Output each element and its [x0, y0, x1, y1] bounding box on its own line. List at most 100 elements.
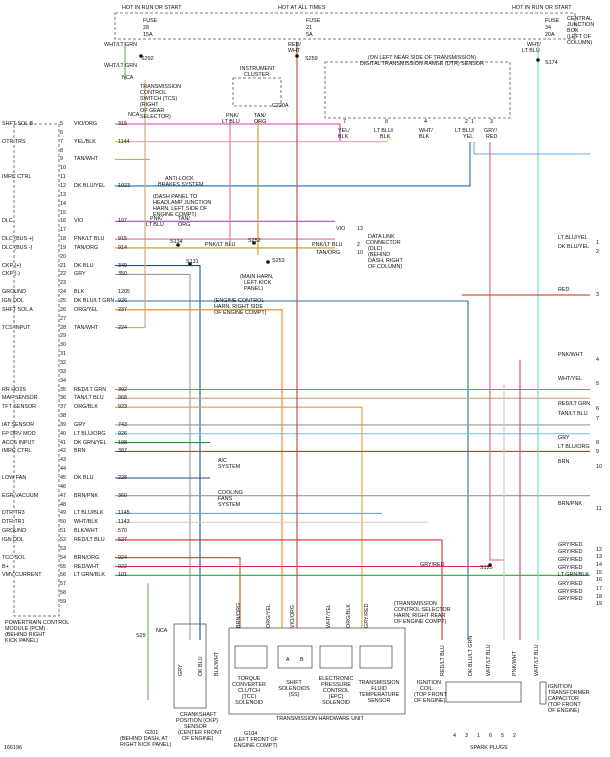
dash-panel-3: HARN, LEFT SIDE OF	[153, 206, 208, 212]
dtr-pin-3: 3	[490, 119, 493, 125]
cjb-label-2: JUNCTION	[567, 22, 595, 28]
pcm-circuit-56: 101	[118, 572, 127, 579]
pcm-fn-45: LOW FAN	[2, 475, 27, 481]
pcm-pin-6: 6	[60, 129, 63, 136]
sol-wire-1: ORG/YEL	[266, 604, 272, 628]
right-wire-label-17: GRY/RED	[558, 581, 583, 587]
abs-wire-tan-1: TAN/	[178, 216, 190, 222]
splice-s253: S253	[272, 258, 285, 264]
dash-panel-1: (DASH PANEL TO	[153, 194, 198, 200]
wire-wht-lt-grn-tcs: WHT/LT GRN	[104, 63, 138, 69]
right-wire-label-12: GRY/RED	[558, 542, 583, 548]
pcm-pin-16: 16	[60, 218, 66, 225]
pcm-fn-50: DTR TR1	[2, 519, 25, 526]
pcm-fn-21: CKP (+)	[2, 262, 22, 269]
abs-label-1: ANTI-LOCK	[165, 176, 194, 182]
pcm-fn-25: IGN DDL	[2, 298, 24, 304]
tcs-nca: NCA	[122, 75, 134, 81]
dlc-label-6: OF COLUMN)	[368, 264, 403, 270]
pcm-pin-7: 7	[60, 138, 63, 145]
pcm-pin-50: 50	[60, 519, 66, 526]
tft-label-1: TRANSMISSION	[358, 680, 400, 686]
right-wire-label-8: GRY	[558, 435, 570, 441]
pcm-fn-54: TCC SOL	[2, 554, 26, 561]
right-wire-num-14: 14	[596, 562, 602, 568]
shift-label-2: SOLENOIDS	[278, 686, 310, 692]
dlc-wire-pnk: PNK/LT BLU	[312, 242, 343, 248]
pcm-pin-24: 24	[60, 289, 66, 296]
tcs-label-5: OF GEAR	[140, 108, 165, 114]
pcm-fn-5: SHFT SOL B	[2, 121, 34, 127]
wire-gry-red-dtr	[489, 142, 504, 561]
pcm-circuit-47: 360	[118, 492, 127, 499]
pcm-pin-57: 57	[60, 581, 66, 588]
tcc-label-5: SOLENOID	[235, 700, 263, 706]
pcm-wire-47: BRN/PNK	[74, 492, 98, 499]
dlc-label-3: (DLC)	[368, 246, 383, 252]
spark-plug-4: 4	[453, 733, 456, 739]
right-wire-num-13: 13	[596, 554, 602, 560]
pcm-label-3: (BEHIND RIGHT	[5, 632, 46, 638]
dlc-wire-tan: TAN/ORG	[316, 250, 341, 256]
pcm-pin-15: 15	[60, 209, 66, 216]
tcc-solenoid-box	[234, 645, 268, 669]
cjb-label-5: COLUMN)	[567, 40, 593, 46]
pcm-pin-14: 14	[60, 200, 66, 207]
right-wire-num-10: 10	[596, 464, 602, 470]
pcm-fn-26: SHFT SOL A	[2, 306, 33, 313]
cluster-label-1: INSTRUMENT	[240, 66, 276, 72]
wire-vio-org	[115, 123, 341, 142]
cluster-wire-pnk-1: PNK/	[226, 113, 239, 119]
splice-s292: S292	[141, 56, 154, 62]
tft-label-3: TEMPERATURE	[358, 692, 400, 698]
wire-wht-lt-blu-top-2: LT BLU	[522, 48, 540, 54]
right-wire-num-19: 19	[596, 601, 602, 607]
pcm-circuit-50: 1143	[118, 519, 130, 526]
pcm-wire-22: GRY	[74, 271, 86, 278]
right-wire-label-5: WHT/YEL	[558, 376, 582, 382]
tcs-label-1: TRANSMISSION	[140, 84, 182, 90]
dtr-wire-ltblu-yel-1: LT BLU/	[455, 128, 475, 134]
capacitor-box	[539, 681, 547, 705]
pcm-pin-39: 39	[60, 421, 66, 428]
wire-wht-lt-grn-top: WHT/LT GRN	[104, 42, 138, 48]
cjb-label-4: (LEFT OF	[567, 34, 591, 40]
pcm-pin-18: 18	[60, 236, 66, 243]
fans-2: FANS	[218, 496, 233, 502]
abs-wire-pnk-1: PNK/	[150, 216, 163, 222]
pcm-circuit-18: 915	[118, 236, 127, 243]
pcm-wire-52: RED/LT BLU	[74, 536, 105, 543]
pcm-circuit-45: 228	[118, 475, 127, 481]
right-wire-num-4: 4	[596, 357, 599, 363]
pcm-fn-52: IGN DDL	[2, 536, 24, 543]
pcm-wire-21: DK BLU	[74, 262, 94, 269]
pcm-circuit-7: 1144	[118, 138, 130, 145]
pcm-pin-49: 49	[60, 510, 66, 517]
right-wire-label-3: RED	[558, 287, 570, 293]
dash-panel-2: HEADLAMP JUNCTION	[153, 200, 212, 206]
shift-solenoids-box	[277, 645, 313, 669]
epc-label-1: ELECTRONIC	[318, 676, 354, 682]
tcs-label-6: SELECTOR)	[140, 114, 171, 120]
pcm-circuit-51: 570	[118, 528, 127, 535]
dtr-pin-2: 2	[465, 119, 468, 125]
pcm-pin-53: 53	[60, 545, 66, 552]
cluster-label-2: CLUSTER	[244, 72, 270, 78]
dlc-pin-13: 13	[357, 226, 363, 232]
right-wire-num-6: 6	[596, 406, 599, 412]
pcm-wire-26: ORG/YEL	[74, 306, 98, 313]
pcm-pin-12: 12	[60, 182, 66, 189]
splice-s134: S134	[170, 239, 183, 245]
dtr-title-1: (ON LEFT NEAR SIDE OF TRANSMISSION)	[368, 55, 477, 61]
cap-label-2: TRANSFORMER	[548, 690, 590, 696]
pcm-pin-33: 33	[60, 368, 66, 375]
hot-run-start-right: HOT IN RUN OR START	[512, 5, 572, 11]
sol-wire-5: GRY/RED	[364, 603, 370, 628]
fans-1: COOLING	[218, 490, 243, 496]
coil-wire-3: PNK/WHT	[512, 651, 518, 676]
pcm-pin-13: 13	[60, 191, 66, 198]
pcm-pin-31: 31	[60, 351, 66, 358]
tcs-label-4: (RIGHT	[140, 102, 159, 108]
wire-dk-blu-lt-grn	[115, 300, 469, 640]
